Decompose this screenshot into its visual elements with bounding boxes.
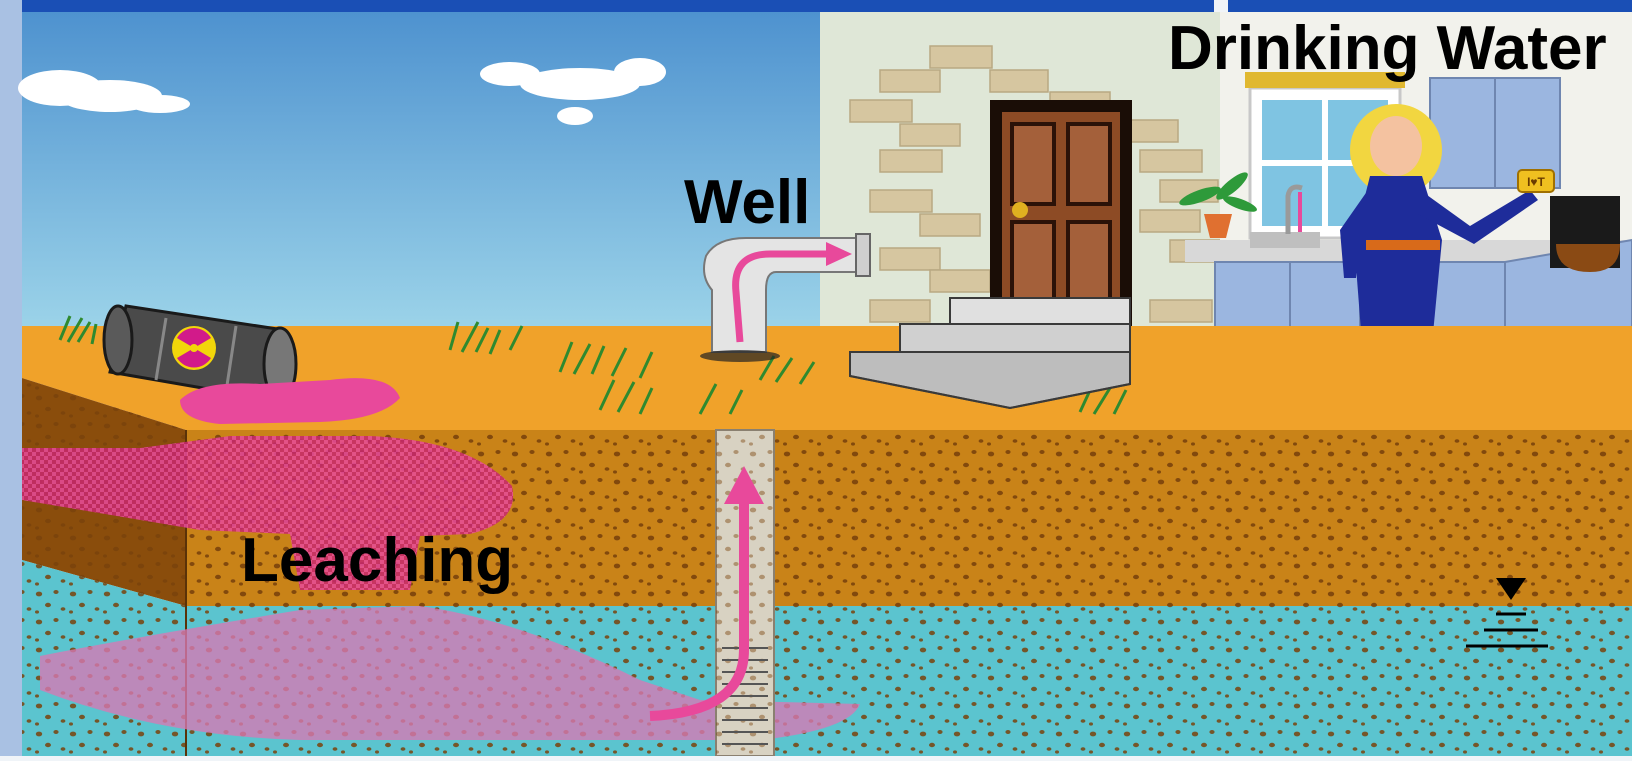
flow-arrow-underground bbox=[649, 500, 749, 721]
person-arm-right bbox=[1418, 190, 1538, 244]
sink bbox=[1250, 232, 1320, 248]
water-table-symbol bbox=[1466, 578, 1548, 648]
plant-leaves bbox=[1179, 172, 1258, 212]
contaminant-plume-groundwater bbox=[40, 606, 860, 740]
window-valance bbox=[1245, 72, 1405, 88]
faucet bbox=[1285, 184, 1303, 234]
door-knob bbox=[1012, 202, 1028, 218]
cloud-right bbox=[480, 58, 666, 125]
header-bar bbox=[22, 0, 1214, 12]
header-bar-right bbox=[1228, 0, 1632, 12]
well-spout bbox=[855, 233, 871, 277]
drinking-water-label: Drinking Water bbox=[1168, 14, 1607, 83]
contaminant-plume-soil bbox=[22, 436, 514, 590]
plant-pot bbox=[1204, 214, 1232, 238]
flow-arrow-pump-head bbox=[826, 242, 852, 266]
well-base-shadow bbox=[700, 350, 780, 362]
mug bbox=[1517, 169, 1555, 193]
mug-text: I♥T bbox=[1527, 175, 1545, 189]
surface-spill bbox=[180, 378, 400, 424]
toxic-barrel bbox=[102, 304, 298, 402]
grass bbox=[58, 315, 1128, 415]
flow-arrow-underground-head bbox=[724, 466, 764, 504]
well-label: Well bbox=[684, 168, 811, 237]
cloud-left bbox=[18, 70, 190, 113]
leaching-label: Leaching bbox=[241, 526, 514, 595]
person-face bbox=[1370, 116, 1422, 176]
coffee-pot bbox=[1556, 244, 1620, 272]
person: I♥T bbox=[1338, 104, 1555, 406]
left-margin bbox=[0, 0, 22, 756]
ground-surface bbox=[22, 326, 1632, 430]
person-belt bbox=[1366, 240, 1440, 250]
person-arm-left bbox=[1340, 190, 1380, 278]
flow-arrow-pump bbox=[732, 250, 832, 343]
person-dress bbox=[1354, 176, 1442, 344]
sky bbox=[22, 12, 822, 342]
front-steps bbox=[849, 297, 1131, 410]
